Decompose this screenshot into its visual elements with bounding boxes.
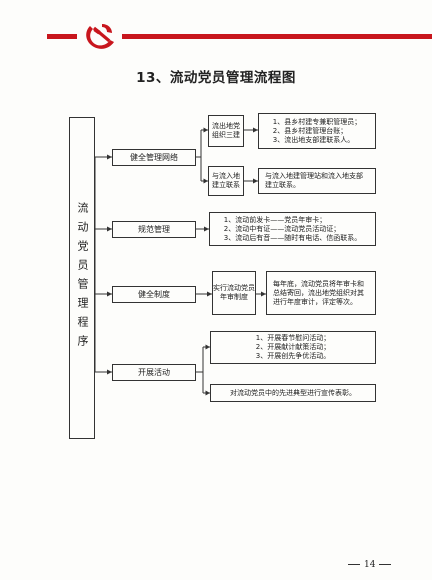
category-network-label: 健全管理网络 <box>130 152 178 162</box>
sub-annual-review: 实行流动党员年审制度 <box>212 271 256 315</box>
detail-outflow-org: 1、县乡村建专兼职管理员； 2、县乡村建管理台账； 3、流出地支部建联系人。 <box>258 113 376 149</box>
category-standard-label: 规范管理 <box>138 224 170 234</box>
detail-activities-commendation: 对流动党员中的先进典型进行宣传表彰。 <box>210 384 376 402</box>
root-label: 流动党员管理程序 <box>76 202 89 354</box>
header-bar <box>0 34 432 39</box>
category-activities-label: 开展活动 <box>138 367 170 377</box>
detail-outflow-item-2: 2、县乡村建管理台账； <box>272 126 348 135</box>
root-node: 流动党员管理程序 <box>69 117 95 439</box>
category-system-label: 健全制度 <box>138 289 170 299</box>
detail-activities-item-3: 3、开展创先争优活动。 <box>255 352 331 360</box>
detail-standard-item-2: 2、流动中有证——流动党员活动证； <box>223 224 341 233</box>
detail-inflow-item-1: 与流入地建管理站和流入地支部建立联系。 <box>265 172 363 189</box>
category-network: 健全管理网络 <box>112 149 196 166</box>
detail-activities-item-2: 2、开展献计献策活动； <box>255 343 331 351</box>
page-number-value: 14 <box>364 560 376 570</box>
sub-outflow-org-label: 流出地党组织三建 <box>212 122 240 139</box>
header-bar-left <box>47 34 77 39</box>
sub-annual-review-label: 实行流动党员年审制度 <box>213 284 255 301</box>
category-system: 健全制度 <box>112 286 196 303</box>
detail-annual-review-item-1: 每年底，流动党员将年审卡和总结寄回，流出地党组织对其进行年度审计，评定等次。 <box>273 279 364 306</box>
category-standard-management: 规范管理 <box>112 221 196 238</box>
detail-standard-management: 1、流动前发卡——党员年审卡； 2、流动中有证——流动党员活动证； 3、流动后有… <box>209 212 376 246</box>
page-number-dash-left <box>348 564 360 565</box>
detail-outflow-item-1: 1、县乡村建专兼职管理员； <box>272 117 362 126</box>
detail-activities-item-1: 1、开展春节慰问活动； <box>255 334 331 342</box>
detail-commendation-item-1: 对流动党员中的先进典型进行宣传表彰。 <box>230 388 356 397</box>
sub-outflow-org: 流出地党组织三建 <box>208 115 244 147</box>
page-title: 13、流动党员管理流程图 <box>136 70 296 86</box>
detail-standard-item-1: 1、流动前发卡——党员年审卡； <box>223 215 327 224</box>
detail-annual-review: 每年底，流动党员将年审卡和总结寄回，流出地党组织对其进行年度审计，评定等次。 <box>266 271 376 315</box>
party-emblem-icon <box>86 24 114 49</box>
detail-outflow-item-3: 3、流出地支部建联系人。 <box>272 135 355 144</box>
sub-inflow-contact-label: 与流入地建立联系 <box>212 172 240 189</box>
page-number-dash-right <box>379 564 392 565</box>
category-activities: 开展活动 <box>112 364 196 381</box>
sub-inflow-contact: 与流入地建立联系 <box>208 166 244 196</box>
detail-activities-campaigns: 1、开展春节慰问活动； 2、开展献计献策活动； 3、开展创先争优活动。 <box>210 331 376 364</box>
page-number: 14 <box>344 560 395 570</box>
header-bar-right <box>122 34 432 39</box>
detail-inflow-contact: 与流入地建管理站和流入地支部建立联系。 <box>258 168 376 194</box>
detail-standard-item-3: 3、流动后有音——随时有电话、信函联系。 <box>223 233 362 242</box>
